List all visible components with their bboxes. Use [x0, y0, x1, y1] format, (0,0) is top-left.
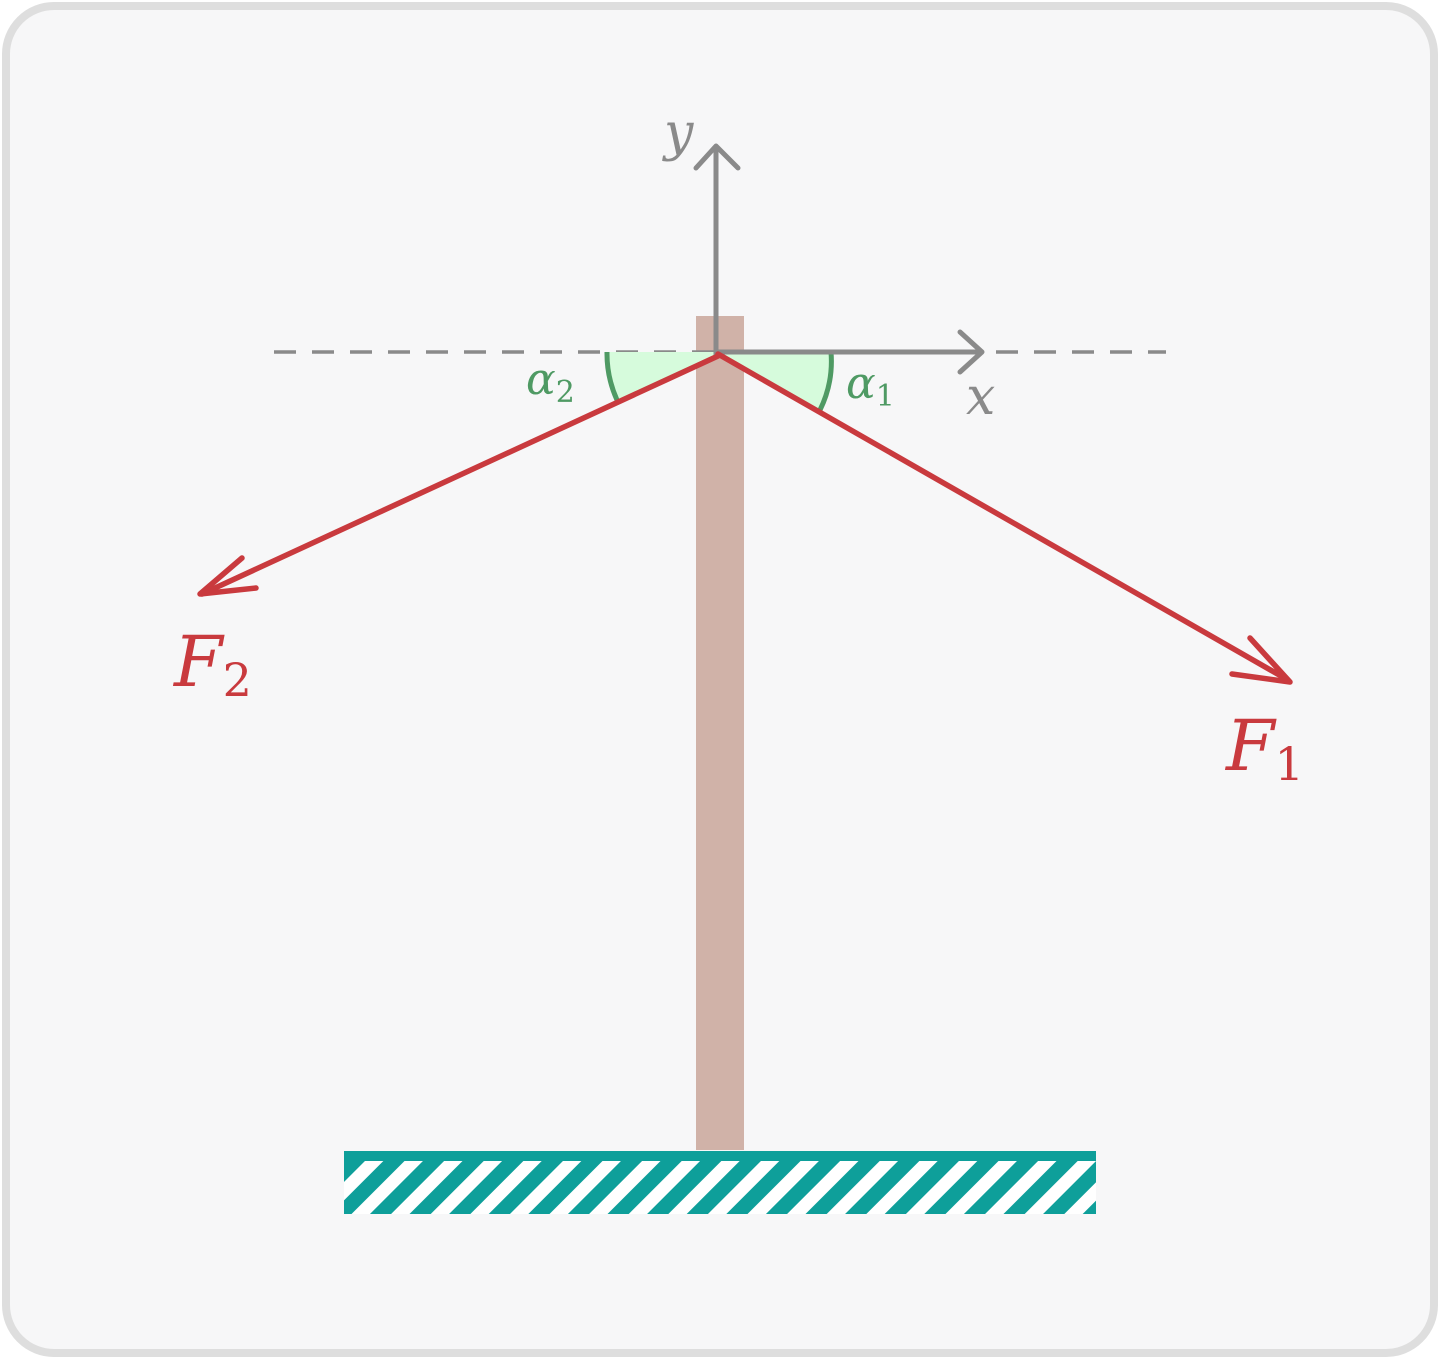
y-axis-label: y: [662, 103, 694, 163]
angle-alpha2-label: α2: [526, 354, 575, 410]
force-f1-label: F1: [1224, 705, 1304, 791]
angle-alpha1-label: α1: [846, 358, 895, 414]
y-axis: [693, 143, 741, 356]
force-f2-arrow: [197, 353, 721, 597]
pole: [696, 316, 744, 1150]
angle-alpha1-arc: [817, 351, 834, 412]
x-axis: [716, 329, 985, 375]
angle-alpha2-sector: [605, 352, 720, 401]
angle-alpha1-sector: [720, 352, 834, 411]
force-f2-label: F2: [172, 621, 252, 707]
force-f1-arrow: [715, 351, 1293, 685]
angle-alpha2-arc: [604, 351, 620, 402]
x-axis-label: x: [966, 367, 995, 427]
ground-support: [344, 1151, 1096, 1214]
